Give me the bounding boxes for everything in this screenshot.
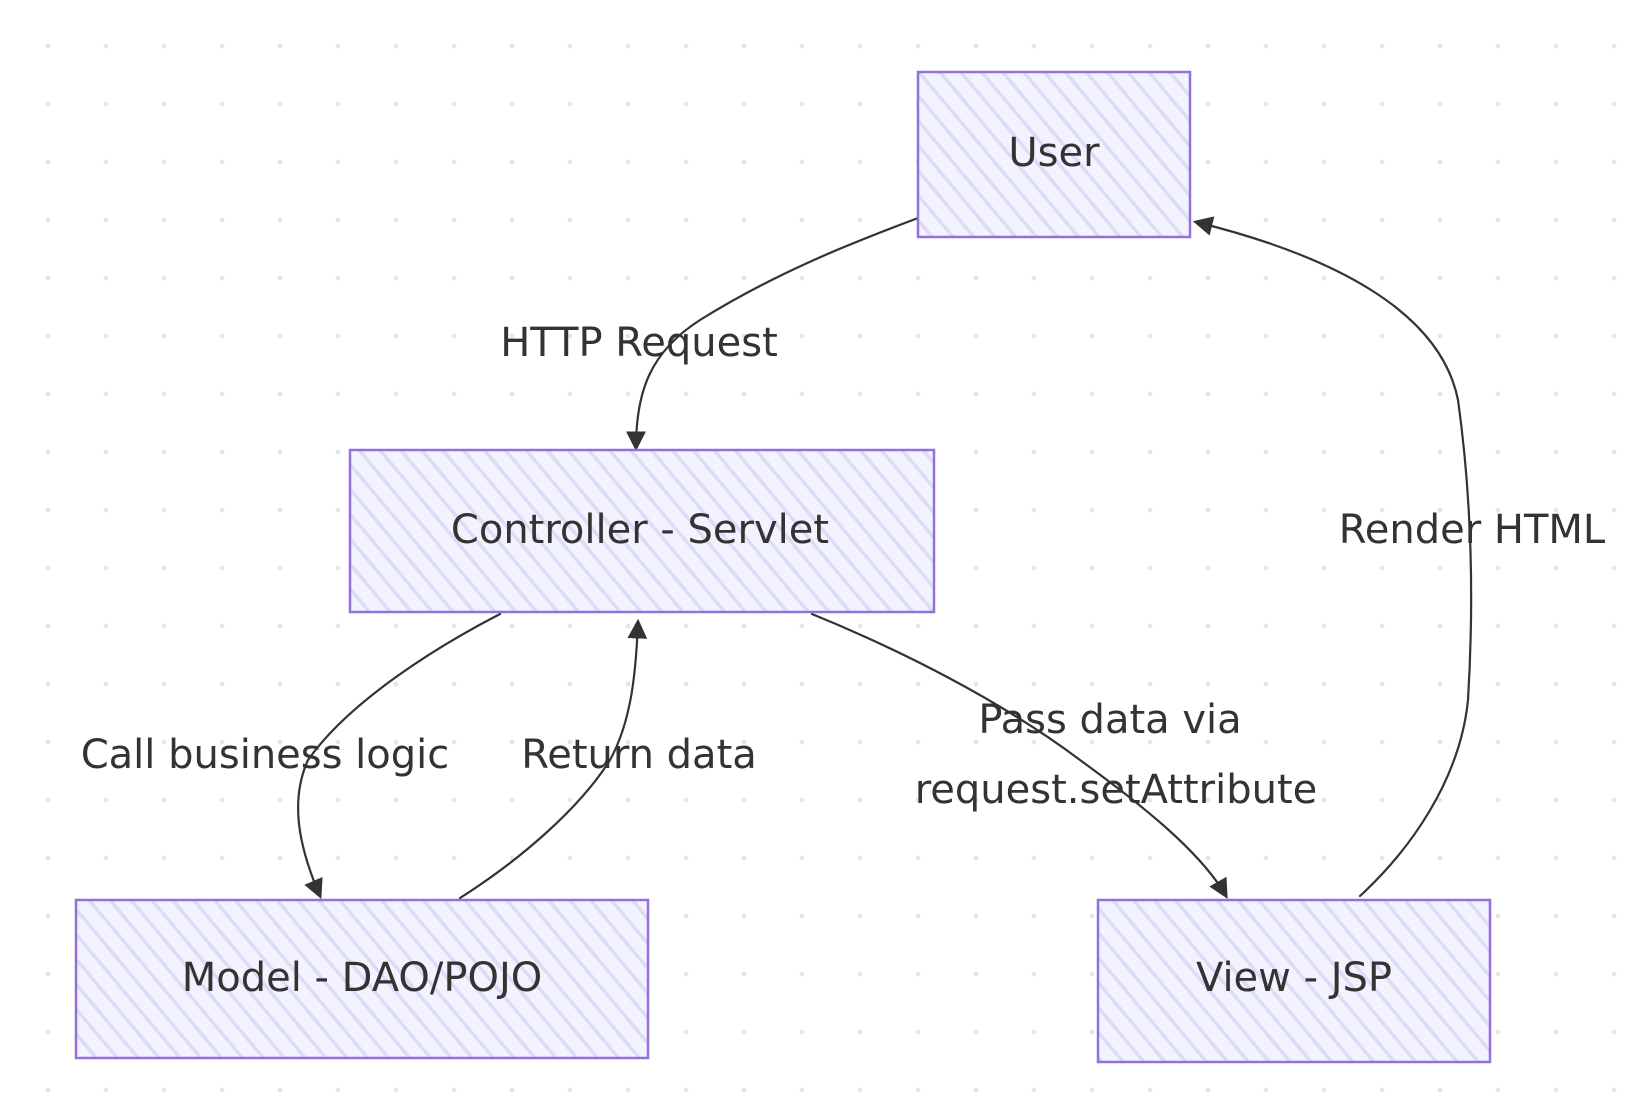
edge-label-return-data: Return data	[521, 732, 757, 778]
edge-http-request	[626, 216, 920, 452]
edge-label-http-request: HTTP Request	[500, 320, 778, 366]
edge-label-pass-data-line2: request.setAttribute	[915, 767, 1318, 813]
edge-label-render-html: Render HTML	[1339, 507, 1606, 553]
edge-label-call-business-logic: Call business logic	[81, 732, 450, 778]
edge-label-pass-data-line1: Pass data via	[978, 697, 1241, 743]
edge-pass-data	[810, 612, 1228, 899]
edge-render-html	[1192, 216, 1473, 898]
node-controller-label: Controller - Servlet	[451, 507, 829, 553]
node-view-label: View - JSP	[1196, 955, 1392, 1001]
node-view-box	[1096, 898, 1492, 1064]
node-user: User	[916, 70, 1192, 239]
edge-return-data	[458, 618, 648, 900]
node-controller-box	[348, 448, 936, 614]
node-user-box	[916, 70, 1192, 239]
node-controller: Controller - Servlet	[348, 448, 936, 614]
node-user-label: User	[1008, 130, 1100, 176]
edge-call-business-logic	[296, 612, 502, 900]
node-view: View - JSP	[1096, 898, 1492, 1064]
node-model-label: Model - DAO/POJO	[182, 955, 543, 1001]
node-model: Model - DAO/POJO	[74, 898, 650, 1060]
node-model-box	[74, 898, 650, 1060]
edges	[296, 216, 1473, 900]
